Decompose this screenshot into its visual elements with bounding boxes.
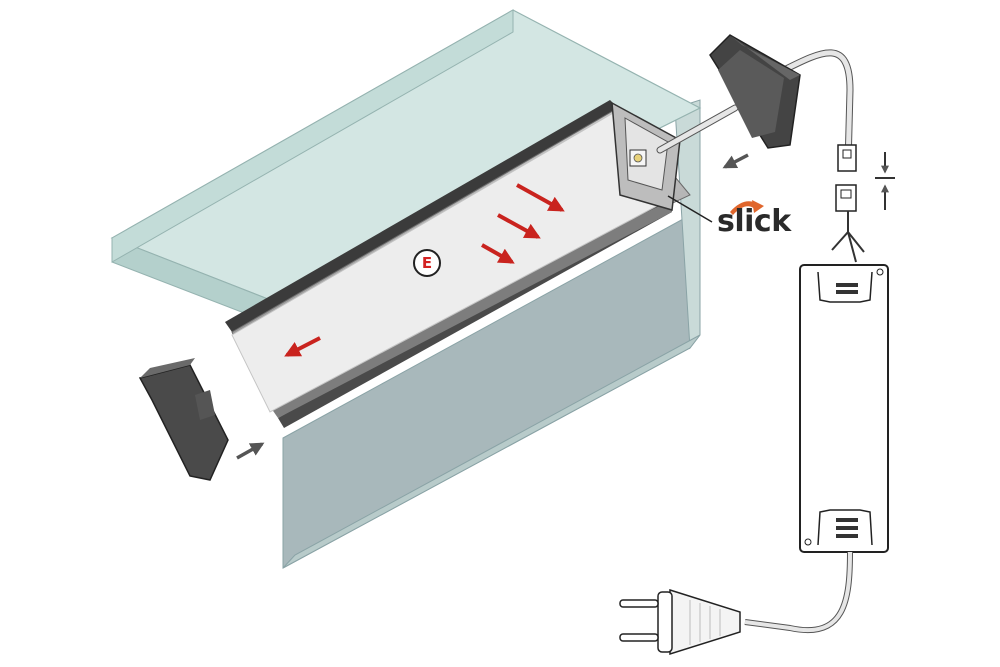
slick-swoosh-arrow [752,200,764,213]
slick-leader-line [667,195,713,223]
profile-end-opening [611,101,681,211]
marker-e-badge: E [413,249,441,277]
plug-connector-icon [831,144,865,263]
mains-cable [744,551,853,634]
end-cap-with-cable-icon [709,34,801,149]
power-supply-icon [799,264,889,553]
feed-cable [656,49,854,166]
mains-plug-icon [619,588,741,656]
diffuser-arrows [284,183,565,357]
assembly-arrows [236,153,749,460]
slick-swoosh-icon [730,201,760,215]
end-cap-icon [138,358,229,481]
glass-wall-panel [282,99,701,569]
slick-logo-text: slick [717,204,791,239]
marker-e-label: E [421,254,433,272]
connect-indicator [875,152,895,210]
